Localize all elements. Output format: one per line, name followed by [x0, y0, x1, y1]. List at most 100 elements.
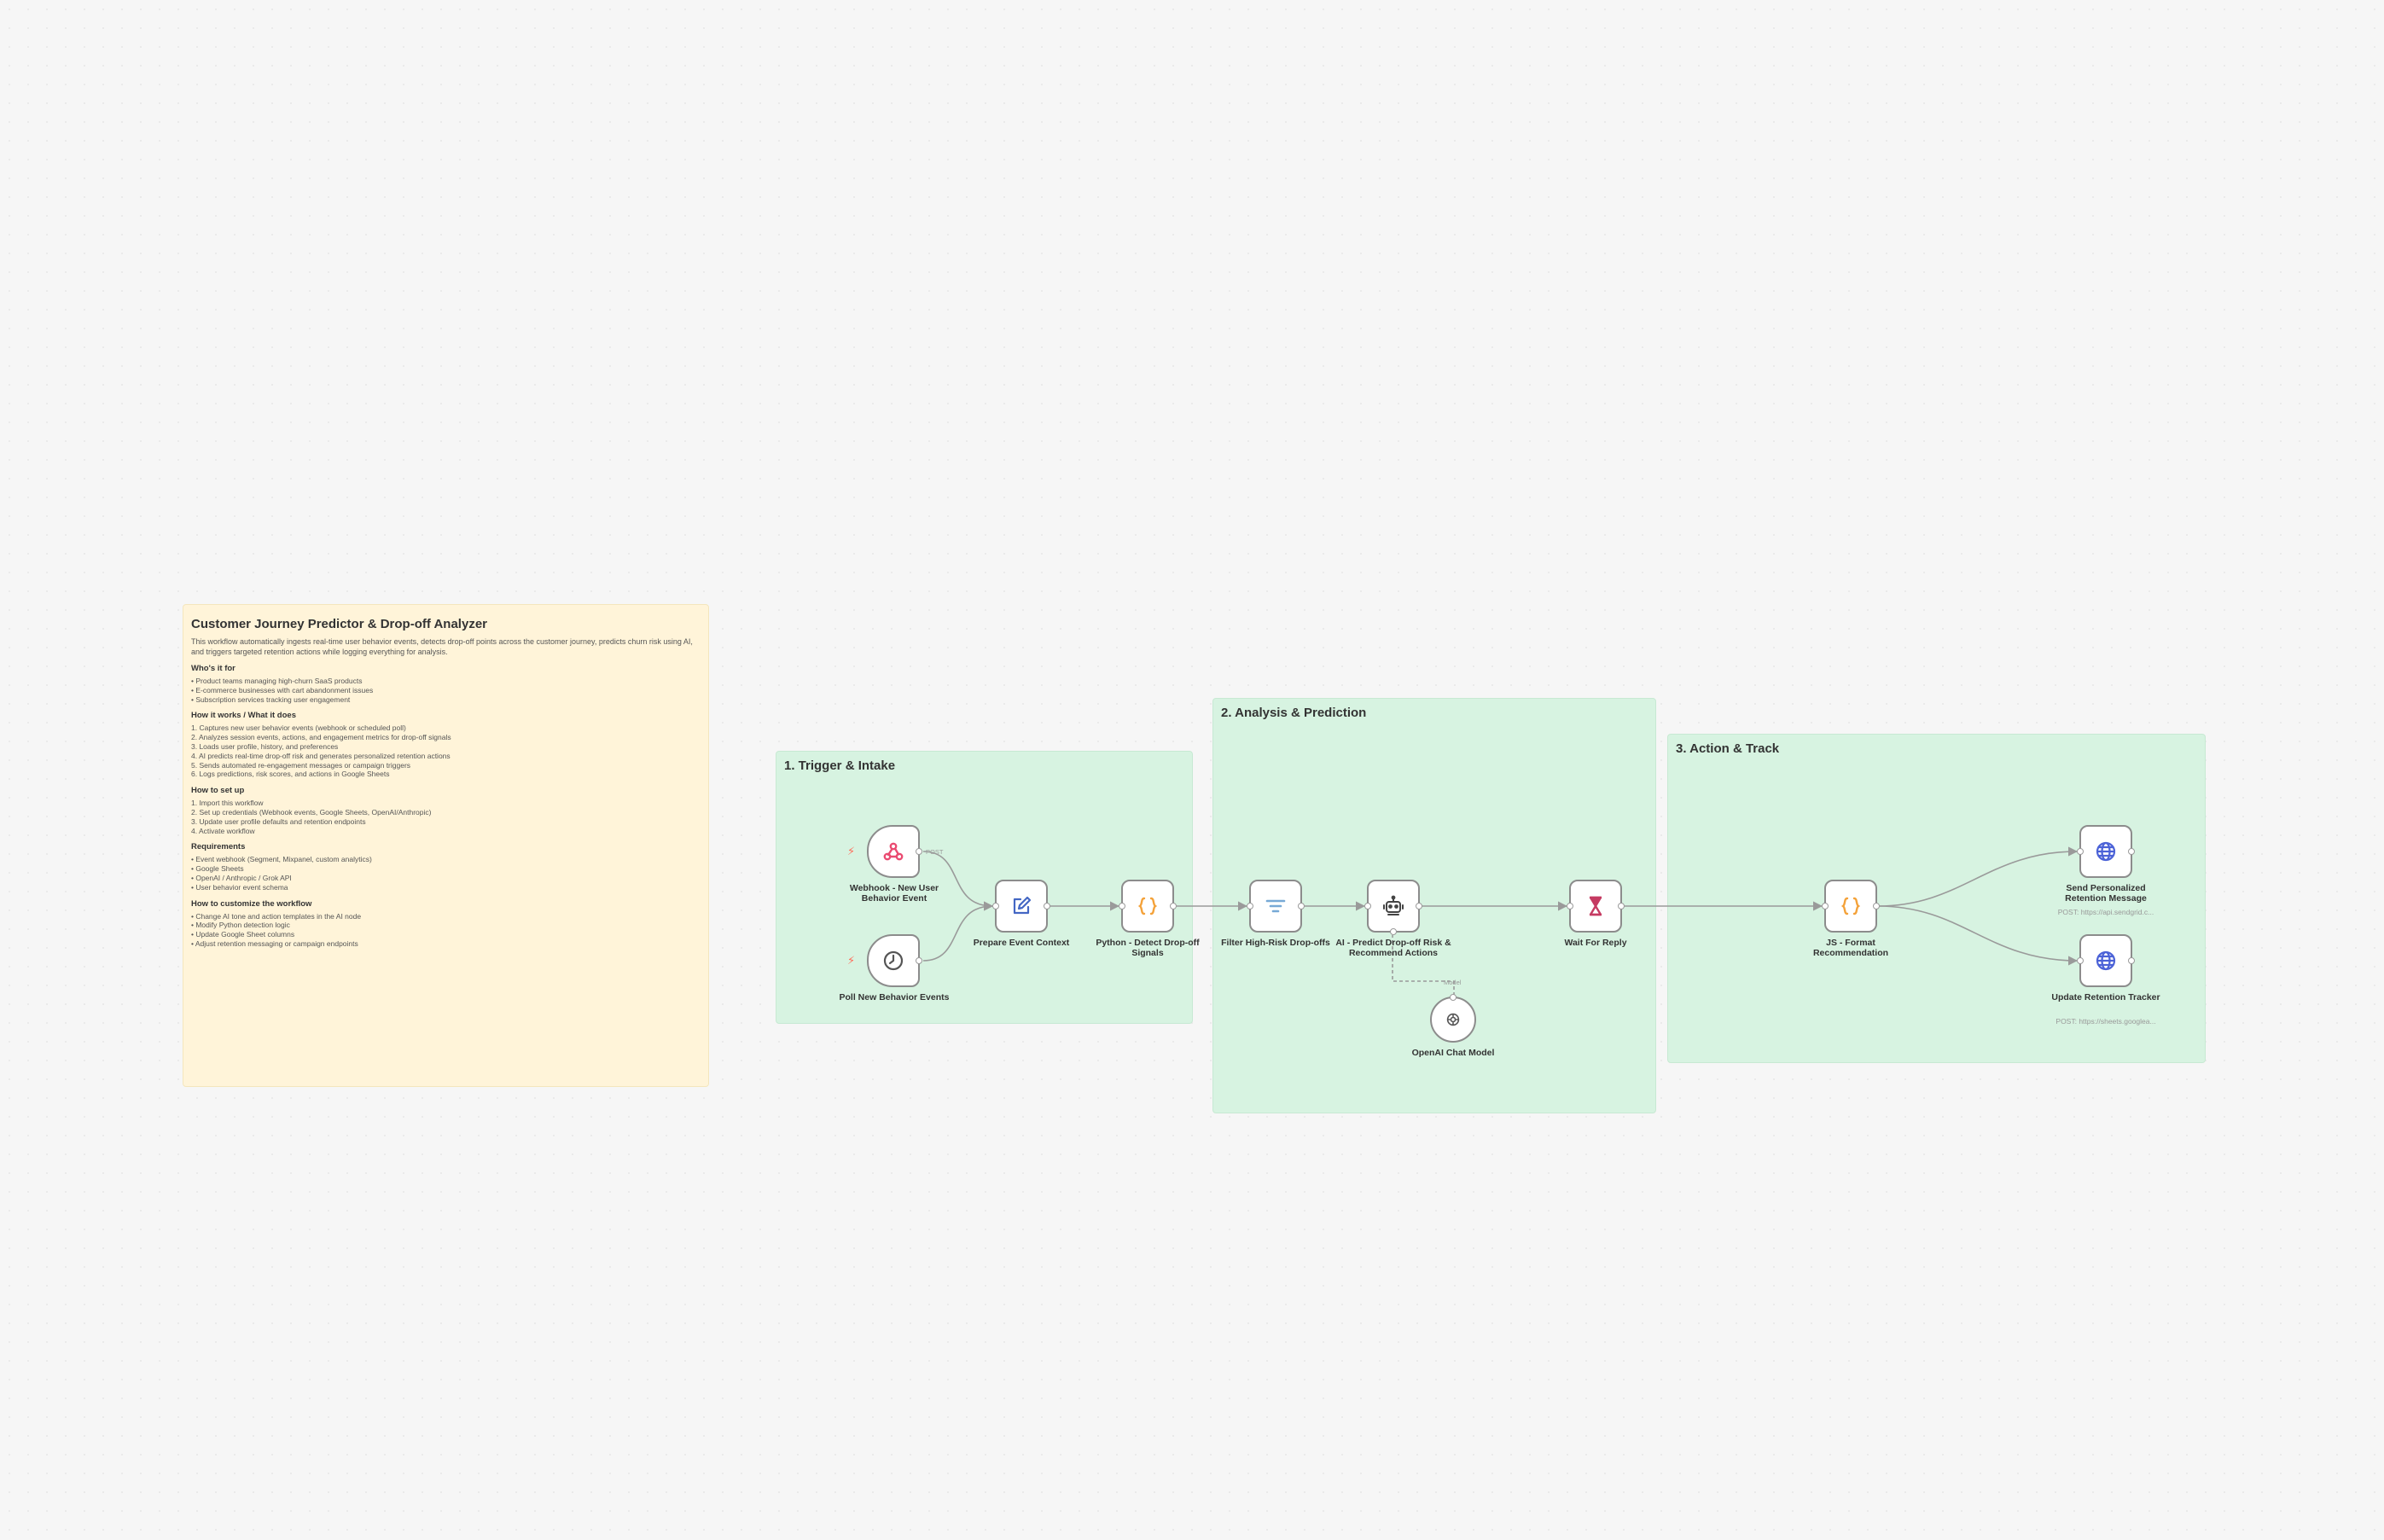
openai-icon [1446, 1013, 1460, 1026]
input-port[interactable] [1119, 903, 1125, 909]
node-python-detect[interactable] [1119, 880, 1177, 933]
input-port[interactable] [1567, 903, 1573, 909]
output-port[interactable] [916, 957, 922, 964]
model-port[interactable] [1390, 928, 1397, 935]
input-port[interactable] [992, 903, 999, 909]
edge-openai-ai [1392, 935, 1455, 996]
note-line: • OpenAI / Anthropic / Grok API [191, 873, 292, 882]
node-filter-high-risk[interactable] [1247, 880, 1305, 933]
note-line: 4. Activate workflow [191, 826, 255, 835]
node-js-format[interactable] [1822, 880, 1880, 933]
note-line: 3. Loads user profile, history, and pref… [191, 741, 339, 751]
edge-webhook-prepare [922, 851, 994, 911]
node-prepare-event-context[interactable] [992, 880, 1050, 933]
output-port[interactable] [1873, 903, 1880, 909]
note-sections: Who's it for • Product teams managing hig… [191, 664, 701, 949]
node-webhook[interactable] [867, 825, 922, 878]
input-port[interactable] [2077, 848, 2084, 855]
note-line: • Adjust retention messaging or campaign… [191, 939, 358, 948]
clock-icon [883, 950, 904, 971]
input-port[interactable] [1364, 903, 1371, 909]
code-braces-icon [1137, 897, 1158, 915]
sticky-note[interactable]: Customer Journey Predictor & Drop-off An… [183, 604, 709, 1087]
node-sublabel: POST: https://sheets.googlea... [2055, 1017, 2156, 1026]
note-title: Customer Journey Predictor & Drop-off An… [191, 617, 487, 631]
node-update-retention-tracker[interactable] [2077, 934, 2135, 987]
node-label: Wait For Reply [1564, 938, 1627, 948]
webhook-method-badge: POST [926, 848, 944, 856]
note-section-heading: Who's it for [191, 664, 235, 673]
globe-icon [2096, 841, 2116, 862]
note-line: 2. Set up credentials (Webhook events, G… [191, 807, 432, 816]
note-line: • E-commerce businesses with cart abando… [191, 685, 374, 694]
node-label: Prepare Event Context [973, 938, 1070, 948]
trigger-bolt-icon: ⚡ [847, 954, 856, 967]
node-label: Update Retention Tracker [2051, 992, 2160, 1002]
group-title: 3. Action & Track [1676, 741, 1780, 756]
output-port[interactable] [1298, 903, 1305, 909]
group-action-track[interactable]: 3. Action & Track [1667, 734, 2206, 1063]
note-line: 3. Update user profile defaults and rete… [191, 816, 366, 826]
note-line: 1. Captures new user behavior events (we… [191, 724, 406, 733]
note-line: • Update Google Sheet columns [191, 930, 295, 939]
note-section-heading: Requirements [191, 842, 246, 852]
note-line: • Change AI tone and action templates in… [191, 911, 362, 921]
note-intro: This workflow automatically ingests real… [191, 637, 693, 656]
output-port[interactable] [1618, 903, 1625, 909]
node-label: Poll New Behavior Events [839, 992, 950, 1002]
robot-icon [1383, 895, 1404, 915]
node-label: JS - Format Recommendation [1812, 938, 1889, 958]
note-line: • Subscription services tracking user en… [191, 694, 351, 704]
note-line: • User behavior event schema [191, 882, 288, 892]
output-port[interactable] [2128, 848, 2135, 855]
output-port[interactable] [1044, 903, 1050, 909]
globe-icon [2096, 950, 2116, 971]
input-port[interactable] [2077, 957, 2084, 964]
output-port[interactable] [916, 848, 922, 855]
node-label: OpenAI Chat Model [1411, 1048, 1495, 1058]
input-port[interactable] [1822, 903, 1829, 909]
note-line: 4. AI predicts real-time drop-off risk a… [191, 751, 451, 760]
note-line: • Modify Python detection logic [191, 921, 290, 930]
note-line: • Event webhook (Segment, Mixpanel, cust… [191, 855, 372, 864]
webhook-icon [883, 842, 904, 861]
note-line: 6. Logs predictions, risk scores, and ac… [191, 770, 390, 779]
edge-poll-prepare [922, 901, 994, 962]
note-section-heading: How to customize the workflow [191, 898, 312, 909]
node-ai-agent[interactable] [1364, 880, 1422, 935]
edge-js-send [1877, 846, 2079, 907]
hourglass-icon [1589, 896, 1602, 916]
model-tag: Model [1444, 979, 1462, 986]
node-label: Python - Detect Drop-off Signals [1096, 938, 1200, 958]
node-send-retention-message[interactable] [2077, 825, 2135, 878]
code-braces-icon [1840, 897, 1861, 915]
node-wait-for-reply[interactable] [1567, 880, 1625, 933]
output-port[interactable] [1450, 994, 1457, 1001]
node-openai-chat-model[interactable] [1430, 994, 1476, 1043]
node-label: AI - Predict Drop-off Risk & Recommend A… [1335, 938, 1451, 958]
output-port[interactable] [1416, 903, 1422, 909]
note-section-heading: How to set up [191, 786, 245, 796]
edge-js-update [1877, 905, 2079, 966]
note-line: 1. Import this workflow [191, 799, 264, 808]
note-line: 2. Analyzes session events, actions, and… [191, 733, 451, 742]
node-sublabel: POST: https://api.sendgrid.c... [2057, 908, 2154, 916]
output-port[interactable] [1170, 903, 1177, 909]
node-label: Webhook - New User Behavior Event [849, 883, 939, 904]
group-title: 1. Trigger & Intake [784, 758, 896, 773]
note-line: • Product teams managing high-churn SaaS… [191, 677, 363, 685]
note-line: 5. Sends automated re-engagement message… [191, 760, 411, 770]
filter-icon [1265, 899, 1286, 913]
node-label: Filter High-Risk Drop-offs [1221, 938, 1330, 948]
output-port[interactable] [2128, 957, 2135, 964]
note-section-heading: How it works / What it does [191, 711, 296, 721]
node-poll-events[interactable] [867, 934, 922, 987]
trigger-bolt-icon: ⚡ [847, 845, 856, 857]
edit-icon [1013, 896, 1032, 915]
group-title: 2. Analysis & Prediction [1221, 706, 1367, 720]
node-label: Send Personalized Retention Message [2065, 883, 2147, 904]
input-port[interactable] [1247, 903, 1253, 909]
note-line: • Google Sheets [191, 864, 244, 874]
